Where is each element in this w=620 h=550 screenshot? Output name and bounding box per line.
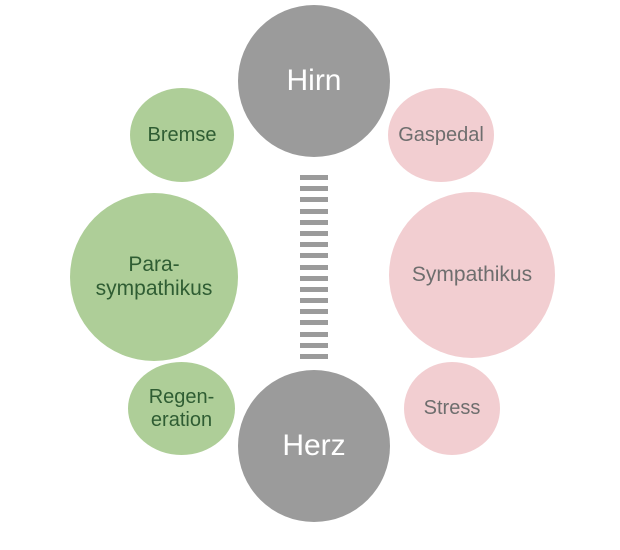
connector-rung (300, 175, 328, 180)
connector-rung (300, 230, 328, 236)
connector-rung (300, 331, 328, 337)
connector-rung (300, 197, 328, 203)
connector-rung (300, 219, 328, 225)
node-herz[interactable]: Herz (238, 370, 390, 522)
node-parasympathikus-label: Para- sympathikus (95, 253, 213, 300)
node-gaspedal-label: Gaspedal (398, 123, 484, 146)
node-hirn[interactable]: Hirn (238, 5, 390, 157)
node-sympathikus[interactable]: Sympathikus (389, 192, 555, 358)
node-regeneration-label: Regen- eration (148, 386, 215, 431)
connector-rung (300, 354, 328, 359)
connector-rung (300, 264, 328, 270)
node-bremse[interactable]: Bremse (130, 88, 234, 182)
node-gaspedal[interactable]: Gaspedal (388, 88, 494, 182)
connector-rung (300, 275, 328, 281)
node-bremse-label: Bremse (147, 123, 217, 146)
connector-rung (300, 309, 328, 315)
connector-rung (300, 320, 328, 326)
node-stress[interactable]: Stress (404, 362, 500, 455)
connector-rung (300, 208, 328, 214)
node-sympathikus-label: Sympathikus (411, 263, 533, 287)
node-hirn-label: Hirn (286, 64, 342, 98)
node-regeneration[interactable]: Regen- eration (128, 362, 235, 455)
node-herz-label: Herz (282, 429, 346, 463)
connector-rung (300, 242, 328, 248)
node-stress-label: Stress (423, 397, 481, 420)
connector-rung (300, 286, 328, 292)
connector-rung (300, 253, 328, 259)
connector-rung (300, 342, 328, 348)
node-parasympathikus[interactable]: Para- sympathikus (70, 193, 238, 361)
hirn-herz-connector (300, 175, 328, 359)
connector-rung (300, 186, 328, 192)
connector-rung (300, 298, 328, 304)
